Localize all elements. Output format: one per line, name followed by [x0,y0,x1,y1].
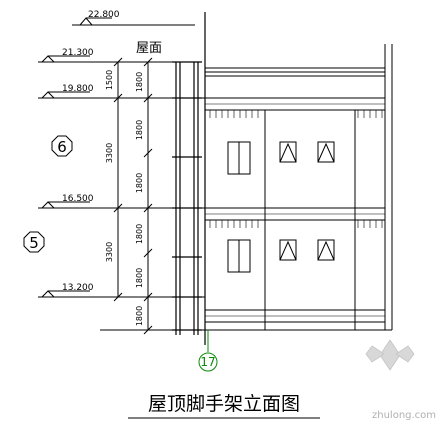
level-marker-22800 [72,17,195,26]
scaffold-poles [175,12,206,345]
window-lower [227,239,251,273]
axis-bubble: 17 [198,330,218,372]
dim-inner-3: 1800 [135,173,144,193]
slab-hatching [205,103,385,317]
dim-inner-6: 1800 [135,306,144,326]
dimension-line-left [113,57,123,302]
window-upper [227,141,251,175]
level-label-21300: 21.300 [62,48,94,58]
building-elevation [204,44,393,331]
dim-left-3: 3300 [105,242,114,262]
dim-inner-1: 1800 [135,72,144,92]
level-label-19800: 19.800 [62,84,94,94]
svg-text:6: 6 [57,138,67,156]
vent-panels-upper [279,141,335,163]
svg-text:5: 5 [29,234,39,252]
vent-panels-lower [279,239,335,261]
roof-label: 屋面 [136,41,162,56]
level-label-16500: 16.500 [62,194,94,204]
dim-inner-2: 1800 [135,120,144,140]
level-label-22800: 22.800 [88,10,120,20]
watermark-text: zhulong.com [372,410,436,421]
svg-text:17: 17 [200,355,215,369]
level-label-13200: 13.200 [62,283,94,293]
dim-inner-4: 1800 [135,224,144,244]
dim-left-1: 1500 [105,70,114,90]
watermark-logo [365,339,415,371]
floor-marker-6: 6 [51,135,73,157]
floor-marker-5: 5 [23,231,45,253]
dim-left-2: 3300 [105,143,114,163]
dimension-line-inner [143,57,153,335]
drawing-title: 屋顶脚手架立面图 [148,393,300,415]
dim-inner-5: 1800 [135,268,144,288]
